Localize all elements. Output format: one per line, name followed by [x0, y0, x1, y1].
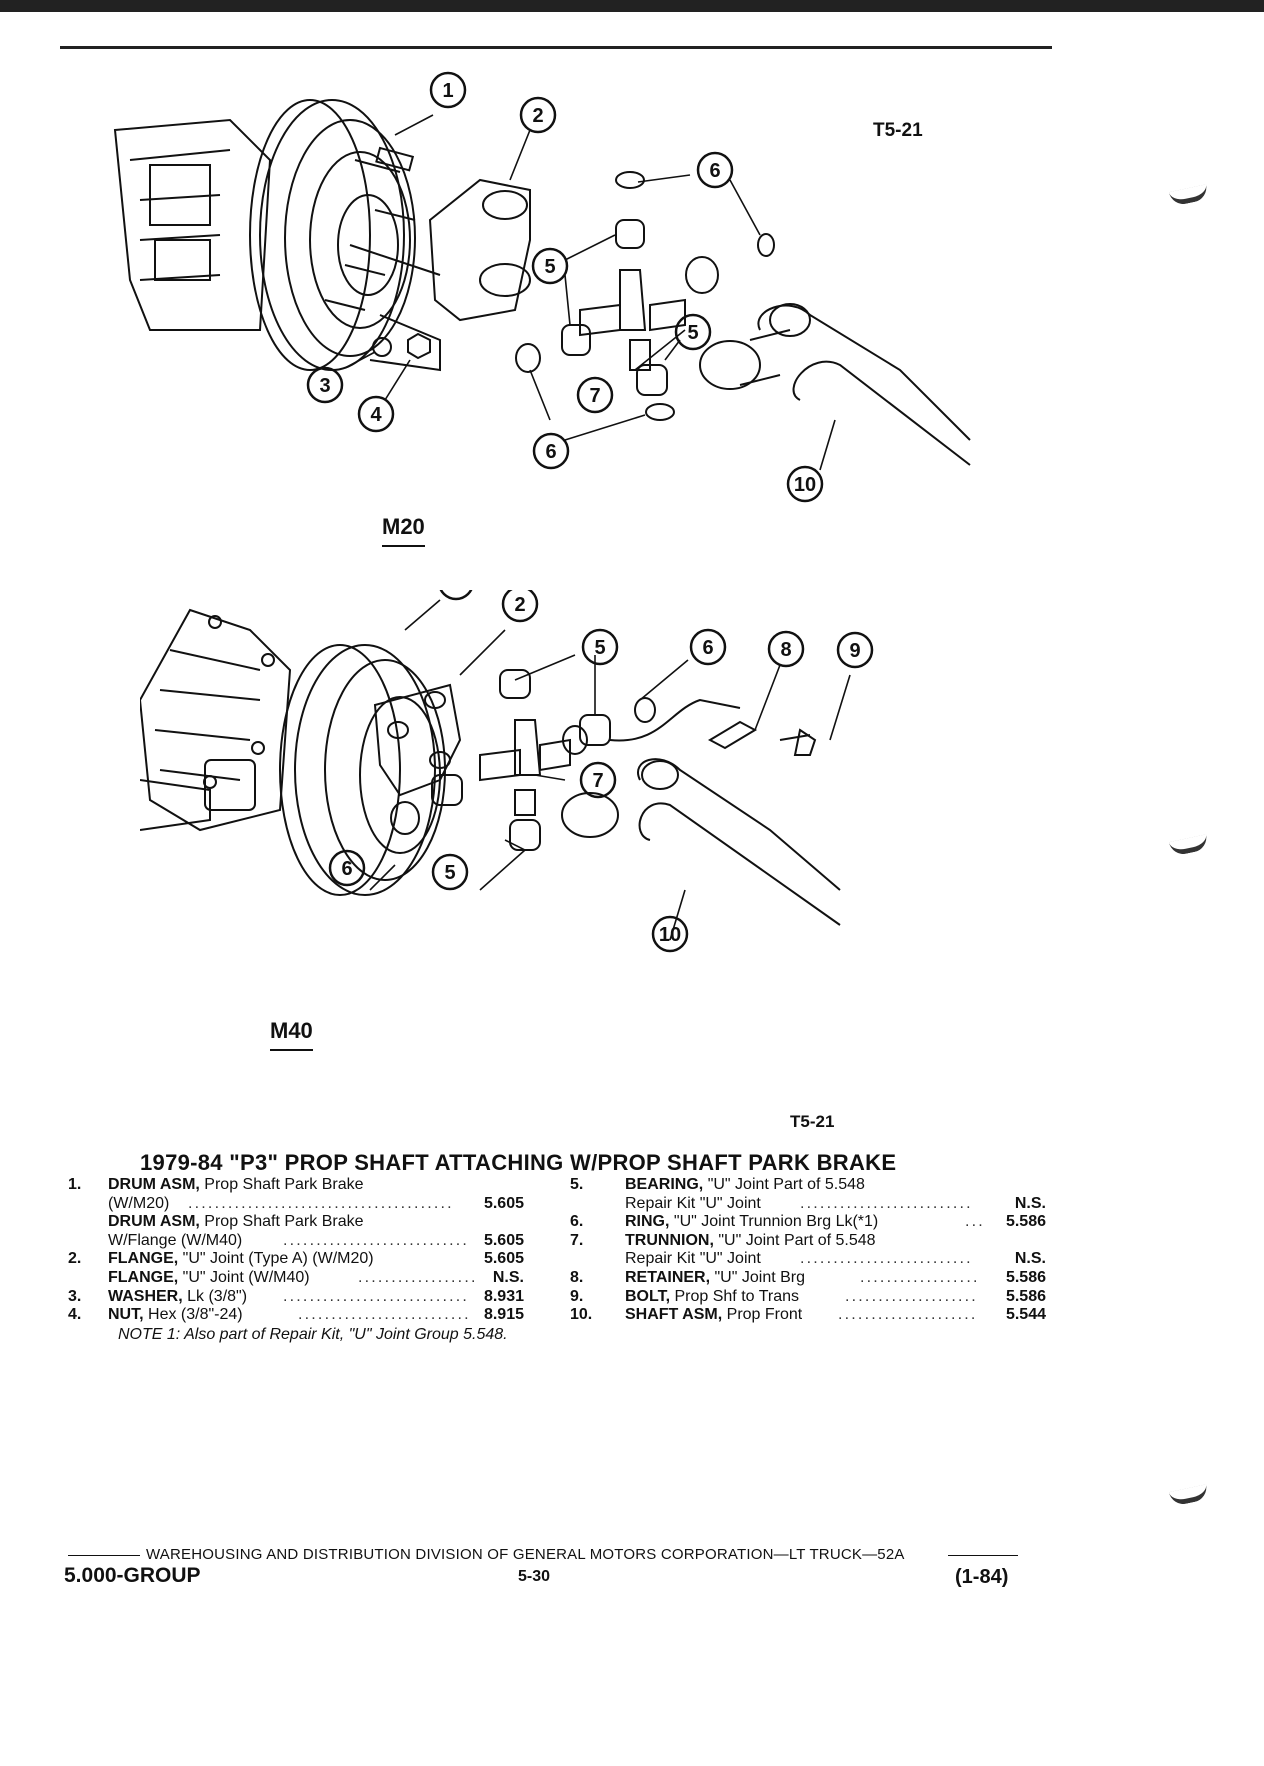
- part-row: DRUM ASM, Prop Shaft Park Brake: [108, 1213, 364, 1231]
- svg-text:8: 8: [780, 639, 791, 661]
- leader-dots: ..........................: [298, 1306, 471, 1324]
- part-row: Repair Kit "U" Joint....................…: [625, 1250, 1046, 1268]
- leader-dots: ............................: [283, 1287, 470, 1305]
- brake-drum-m40: [279, 644, 462, 896]
- svg-text:6: 6: [702, 637, 713, 659]
- u-joint-flange: [349, 178, 531, 372]
- part-row: 3.WASHER, Lk (3/8").....................…: [68, 1287, 524, 1305]
- footer-group: 5.000-GROUP: [64, 1564, 201, 1587]
- transmission-housing-m40: [140, 608, 292, 832]
- exploded-diagram-m40: 1 2 5 6 8 9 7 6 5 10: [140, 590, 874, 953]
- header-rule: [60, 46, 1052, 49]
- leader-dots: ..................: [860, 1268, 980, 1286]
- diagram-label-m20: M20: [382, 514, 425, 547]
- svg-text:2: 2: [532, 105, 543, 127]
- svg-text:10: 10: [659, 924, 681, 946]
- leader-dots: ..........................: [800, 1250, 973, 1268]
- figure-code-bottom: T5-21: [790, 1112, 835, 1131]
- u-joint-parts-m40: [390, 669, 817, 851]
- leader-dots: ............................: [283, 1231, 470, 1249]
- svg-text:7: 7: [592, 770, 603, 792]
- margin-mark: [1168, 184, 1210, 207]
- svg-text:5: 5: [687, 322, 698, 344]
- svg-text:5: 5: [594, 637, 605, 659]
- part-row: 1.DRUM ASM, Prop Shaft Park Brake: [68, 1176, 364, 1193]
- part-row: 2.FLANGE, "U" Joint (Type A) (W/M20)5.60…: [68, 1250, 524, 1268]
- propeller-shaft-m40: [561, 758, 841, 926]
- footer-rule-right: [948, 1555, 1018, 1556]
- svg-text:10: 10: [794, 474, 816, 496]
- svg-text:2: 2: [514, 594, 525, 616]
- part-row: 4.NUT, Hex (3/8"-24)....................…: [68, 1306, 524, 1324]
- svg-text:4: 4: [370, 404, 382, 426]
- section-title: 1979-84 "P3" PROP SHAFT ATTACHING W/PROP…: [140, 1150, 897, 1175]
- part-row: FLANGE, "U" Joint (W/M40)...............…: [108, 1268, 524, 1286]
- svg-text:3: 3: [319, 375, 330, 397]
- footnote: NOTE 1: Also part of Repair Kit, "U" Joi…: [118, 1326, 508, 1343]
- leader-dots: ........................................: [188, 1194, 454, 1212]
- transmission-housing: [113, 118, 272, 331]
- svg-text:6: 6: [341, 858, 352, 880]
- svg-text:5: 5: [444, 862, 455, 884]
- parts-list-left: 1.DRUM ASM, Prop Shaft Park Brake (W/M20…: [68, 1176, 524, 1325]
- svg-text:6: 6: [709, 160, 720, 182]
- part-row: 10.SHAFT ASM, Prop Front................…: [570, 1306, 1046, 1324]
- leader-dots: ..................: [358, 1268, 478, 1286]
- svg-text:6: 6: [545, 441, 556, 463]
- svg-text:7: 7: [589, 385, 600, 407]
- exploded-diagram-m20: 1 2 6 5 5 7 3 4 6 10: [113, 71, 971, 503]
- page-number: 5-30: [518, 1568, 551, 1585]
- page-top-edge: [0, 0, 1264, 12]
- part-row: (W/M20).................................…: [108, 1194, 524, 1212]
- figure-code-top: T5-21: [873, 120, 923, 141]
- leader-dots: .....................: [838, 1306, 978, 1324]
- leader-dots: ....................: [845, 1287, 978, 1305]
- svg-text:1: 1: [442, 80, 453, 102]
- part-row: 9.BOLT, Prop Shf to Trans...............…: [570, 1287, 1046, 1305]
- leader-dots: ...: [965, 1213, 985, 1231]
- footer-rule-left: [68, 1555, 140, 1556]
- hex-nut: [407, 332, 431, 360]
- diagram-label-m40: M40: [270, 1018, 313, 1051]
- svg-text:5: 5: [544, 256, 555, 278]
- leader-dots: ..........................: [800, 1194, 973, 1212]
- part-row: 5.BEARING, "U" Joint Part of 5.548: [570, 1176, 865, 1193]
- u-joint-parts: [515, 171, 775, 421]
- footer-date: (1-84): [955, 1566, 1009, 1588]
- svg-text:1: 1: [450, 590, 461, 594]
- margin-mark: [1168, 1484, 1210, 1507]
- lock-washer: [372, 337, 392, 357]
- part-row: W/Flange (W/M40)........................…: [108, 1231, 524, 1249]
- part-row: Repair Kit "U" Joint....................…: [625, 1194, 1046, 1212]
- footer-division: WAREHOUSING AND DISTRIBUTION DIVISION OF…: [146, 1546, 905, 1563]
- part-row: 8.RETAINER, "U" Joint Brg...............…: [570, 1268, 1046, 1286]
- propeller-shaft: [699, 303, 971, 466]
- part-row: 6.RING, "U" Joint Trunnion Brg Lk(*1)...…: [570, 1213, 1046, 1231]
- part-row: 7.TRUNNION, "U" Joint Part of 5.548: [570, 1231, 876, 1249]
- parts-list-right: 5.BEARING, "U" Joint Part of 5.548 Repai…: [570, 1176, 1046, 1325]
- svg-text:9: 9: [849, 640, 860, 662]
- margin-mark: [1168, 834, 1210, 857]
- brake-drum: [249, 99, 416, 371]
